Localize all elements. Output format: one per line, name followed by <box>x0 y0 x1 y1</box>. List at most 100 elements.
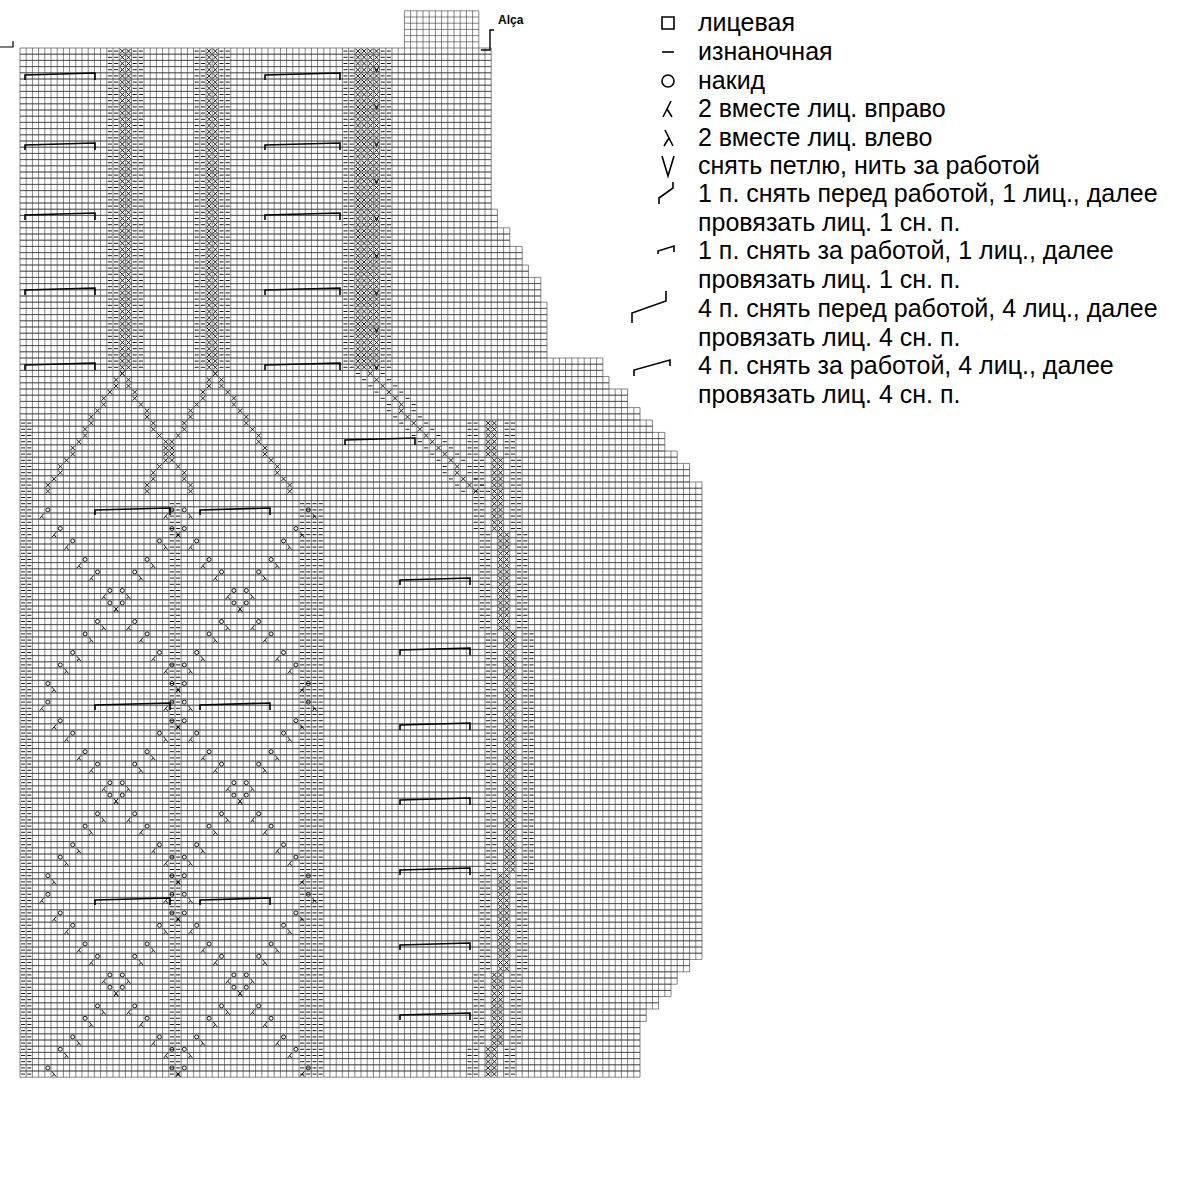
stitch-symbol <box>120 173 124 177</box>
stitch-symbol <box>368 297 372 301</box>
stitch-symbol <box>189 545 193 550</box>
stitch-symbol <box>46 508 50 512</box>
stitch-symbol <box>492 1010 496 1014</box>
stitch-symbol <box>120 247 124 251</box>
stitch-symbol <box>46 682 50 686</box>
stitch-symbol <box>356 303 360 307</box>
stitch-symbol <box>511 818 515 822</box>
cable-bracket <box>25 213 95 220</box>
stitch-symbol <box>356 92 360 96</box>
stitch-symbol <box>498 458 502 462</box>
stitch-symbol <box>362 142 366 146</box>
legend-symbol <box>634 360 670 376</box>
stitch-symbol <box>170 452 174 456</box>
legend-symbol <box>662 75 674 87</box>
legend-text: накид <box>698 66 1168 95</box>
stitch-symbol <box>83 558 87 562</box>
stitch-symbol <box>294 663 298 667</box>
stitch-symbol <box>505 545 509 549</box>
stitch-symbol <box>498 1029 502 1033</box>
cable-bracket <box>265 213 340 220</box>
stitch-symbol <box>207 105 211 109</box>
cable-bracket <box>265 288 340 295</box>
stitch-symbol <box>139 638 143 643</box>
stitch-symbol <box>393 396 397 400</box>
stitch-symbol <box>356 347 360 351</box>
stitch-symbol <box>492 991 496 995</box>
stitch-symbol <box>288 545 292 550</box>
stitch-symbol <box>374 204 378 208</box>
stitch-symbol <box>498 607 502 611</box>
stitch-symbol <box>145 942 149 946</box>
stitch-symbol <box>213 260 217 264</box>
stitch-symbol <box>207 167 211 171</box>
stitch-symbol <box>374 136 378 140</box>
stitch-symbol <box>374 378 378 382</box>
stitch-symbol <box>77 755 81 760</box>
stitch-symbol <box>498 508 502 512</box>
stitch-symbol <box>213 223 217 227</box>
stitch-symbol <box>126 322 130 326</box>
stitch-symbol <box>207 322 211 326</box>
stitch-symbol <box>374 123 378 127</box>
stitch-symbol <box>511 855 515 859</box>
stitch-symbol <box>505 737 509 741</box>
stitch-symbol <box>374 130 378 134</box>
stitch-symbol <box>226 786 230 791</box>
stitch-symbol <box>505 706 509 710</box>
stitch-symbol <box>182 508 186 512</box>
stitch-symbol <box>207 86 211 90</box>
stitch-symbol <box>244 973 248 977</box>
stitch-symbol <box>362 254 366 258</box>
stitch-symbol <box>52 532 56 537</box>
stitch-symbol <box>213 130 217 134</box>
stitch-symbol <box>151 948 155 953</box>
stitch-symbol <box>213 148 217 152</box>
stitch-symbol <box>120 111 124 115</box>
stitch-symbol <box>40 898 44 903</box>
stitch-symbol <box>362 111 366 115</box>
stitch-symbol <box>207 198 211 202</box>
stitch-symbol <box>282 731 286 735</box>
stitch-symbol <box>362 198 366 202</box>
stitch-symbol <box>58 663 62 667</box>
stitch-symbol <box>127 817 131 822</box>
stitch-symbol <box>71 923 75 927</box>
stitch-symbol <box>374 92 378 96</box>
stitch-symbol <box>158 1035 162 1039</box>
stitch-symbol <box>498 942 502 946</box>
stitch-symbol <box>182 911 186 915</box>
stitch-symbol <box>368 285 372 289</box>
stitch-symbol <box>96 812 100 816</box>
stitch-symbol <box>164 545 168 550</box>
stitch-symbol <box>362 185 366 189</box>
stitch-symbol <box>505 700 509 704</box>
stitch-symbol <box>213 80 217 84</box>
stitch-symbol <box>288 669 292 674</box>
stitch-symbol <box>356 241 360 245</box>
stitch-symbol <box>77 440 81 444</box>
stitch-symbol <box>356 167 360 171</box>
legend-symbol <box>662 156 674 176</box>
stitch-symbol <box>505 632 509 636</box>
stitch-symbol <box>505 762 509 766</box>
stitch-symbol <box>498 905 502 909</box>
stitch-symbol <box>126 291 130 295</box>
stitch-symbol <box>145 1016 149 1020</box>
stitch-symbol <box>188 409 192 413</box>
stitch-symbol <box>189 861 193 866</box>
stitch-symbol <box>374 359 378 363</box>
stitch-symbol <box>120 278 124 282</box>
stitch-symbol <box>170 458 174 462</box>
stitch-symbol <box>71 539 75 543</box>
stitch-symbol <box>492 508 496 512</box>
stitch-symbol <box>71 452 75 456</box>
stitch-symbol <box>492 1022 496 1026</box>
stitch-symbol <box>126 148 130 152</box>
stitch-symbol <box>368 223 372 227</box>
stitch-symbol <box>96 762 100 766</box>
stitch-symbol <box>356 55 360 59</box>
stitch-symbol <box>95 409 99 413</box>
stitch-symbol <box>126 210 130 214</box>
stitch-symbol <box>269 558 273 562</box>
